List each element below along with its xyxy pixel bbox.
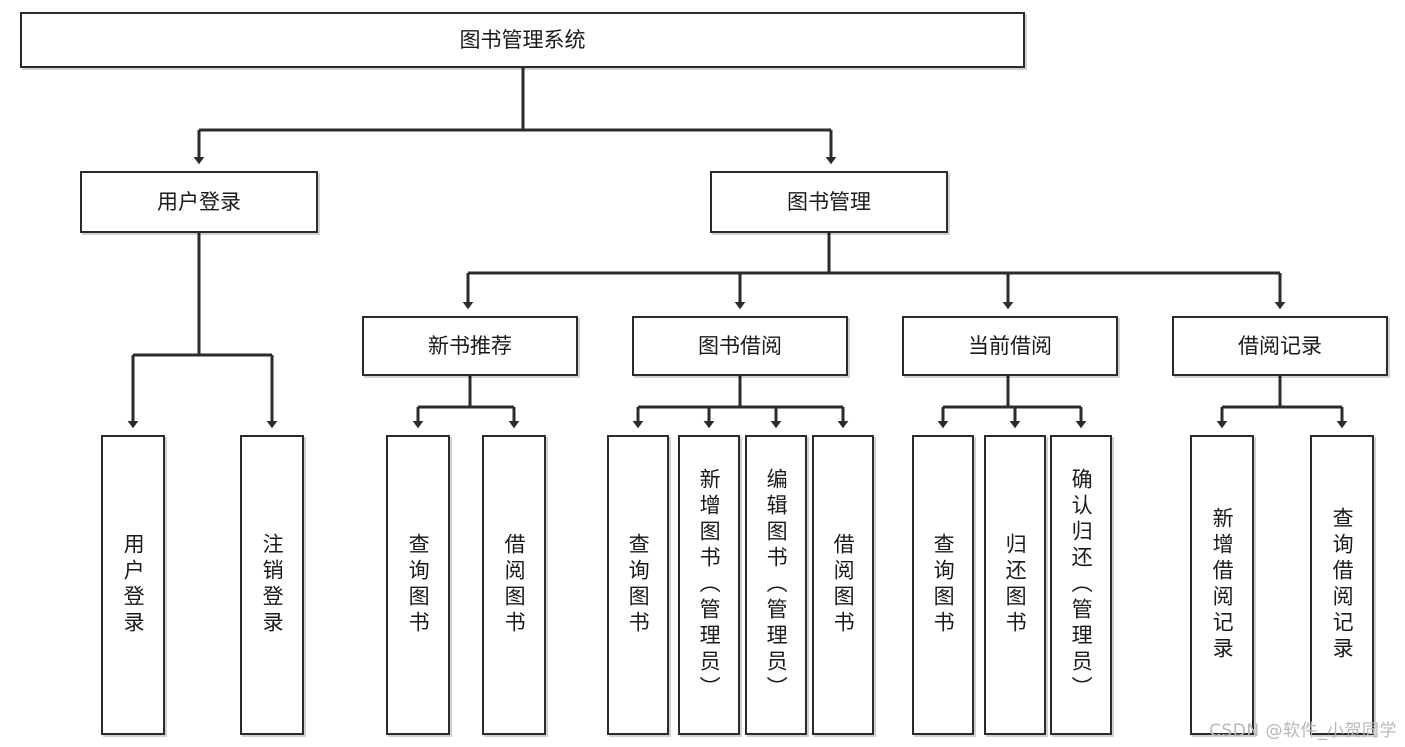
node-leaf-confirm-return-label: 确认归还（管理员） (1069, 468, 1094, 702)
node-leaf-return-book[interactable]: 归还图书 (984, 435, 1046, 735)
csdn-watermark: CSDN @软件_小贺同学 (1209, 721, 1397, 741)
node-book-manage-label: 图书管理 (787, 189, 871, 214)
node-leaf-query-books-2[interactable]: 查询图书 (607, 435, 669, 735)
node-leaf-borrow-books-1-label: 借阅图书 (502, 533, 527, 637)
node-borrow-record-label: 借阅记录 (1238, 333, 1322, 358)
node-leaf-query-books-3-label: 查询图书 (931, 533, 956, 637)
node-leaf-borrow-books-2[interactable]: 借阅图书 (812, 435, 874, 735)
node-leaf-logout[interactable]: 注销登录 (240, 435, 304, 735)
node-new-book-rec[interactable]: 新书推荐 (362, 316, 578, 376)
node-leaf-edit-book[interactable]: 编辑图书（管理员） (745, 435, 807, 735)
node-user-login[interactable]: 用户登录 (80, 171, 318, 233)
node-borrow-record[interactable]: 借阅记录 (1172, 316, 1388, 376)
node-leaf-query-books-3[interactable]: 查询图书 (912, 435, 974, 735)
node-leaf-return-book-label: 归还图书 (1003, 533, 1028, 637)
node-leaf-user-login[interactable]: 用户登录 (101, 435, 165, 735)
node-leaf-edit-book-label: 编辑图书（管理员） (764, 468, 789, 702)
node-current-borrow[interactable]: 当前借阅 (902, 316, 1118, 376)
node-leaf-add-book-label: 新增图书（管理员） (697, 468, 722, 702)
node-leaf-add-book[interactable]: 新增图书（管理员） (678, 435, 740, 735)
node-leaf-add-record-label: 新增借阅记录 (1210, 507, 1235, 663)
node-book-manage[interactable]: 图书管理 (710, 171, 948, 233)
node-new-book-rec-label: 新书推荐 (428, 333, 512, 358)
node-leaf-query-books-2-label: 查询图书 (626, 533, 651, 637)
node-leaf-borrow-books-2-label: 借阅图书 (831, 533, 856, 637)
node-leaf-user-login-label: 用户登录 (121, 533, 146, 637)
node-leaf-add-record[interactable]: 新增借阅记录 (1190, 435, 1254, 735)
node-leaf-logout-label: 注销登录 (260, 533, 285, 637)
node-root-label: 图书管理系统 (459, 27, 586, 52)
node-book-borrow[interactable]: 图书借阅 (632, 316, 848, 376)
node-leaf-confirm-return[interactable]: 确认归还（管理员） (1050, 435, 1112, 735)
node-user-login-label: 用户登录 (157, 189, 241, 214)
node-leaf-query-record[interactable]: 查询借阅记录 (1310, 435, 1374, 735)
node-leaf-query-record-label: 查询借阅记录 (1330, 507, 1355, 663)
node-leaf-borrow-books-1[interactable]: 借阅图书 (482, 435, 546, 735)
node-book-borrow-label: 图书借阅 (698, 333, 782, 358)
node-root[interactable]: 图书管理系统 (20, 12, 1025, 68)
node-current-borrow-label: 当前借阅 (968, 333, 1052, 358)
node-leaf-query-books-1[interactable]: 查询图书 (386, 435, 450, 735)
node-leaf-query-books-1-label: 查询图书 (406, 533, 431, 637)
